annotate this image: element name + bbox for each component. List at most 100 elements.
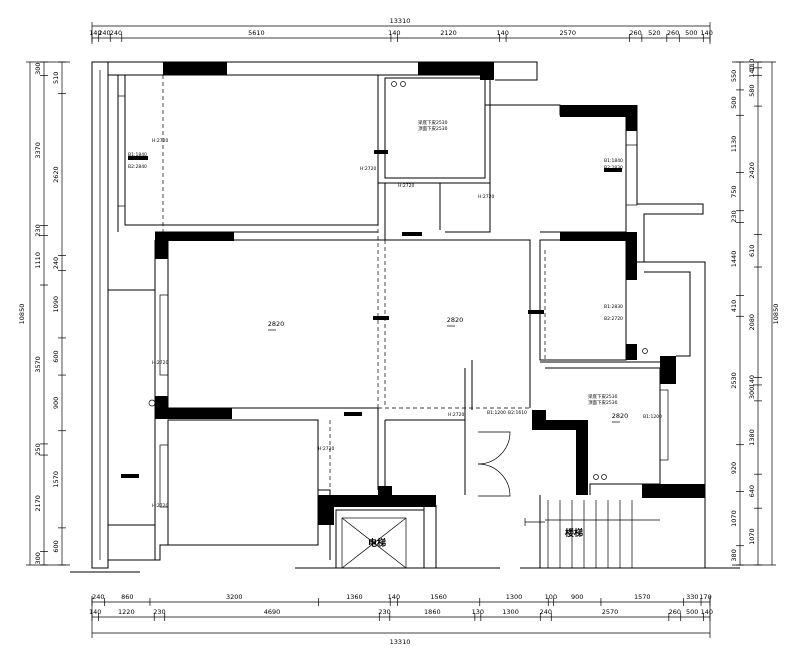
right-dim-outer-label: 500 bbox=[730, 96, 738, 108]
beam-lines bbox=[162, 75, 546, 490]
note-h6: H:2720 bbox=[318, 446, 334, 452]
left-dim-outer-label: 300 bbox=[34, 62, 42, 74]
bottom-dim-row1-label: 3200 bbox=[226, 593, 243, 601]
right-dim-inner-label: 580 bbox=[748, 84, 756, 96]
right-dim-outer-label: 230 bbox=[730, 210, 738, 222]
left-dim-outer-label: 3570 bbox=[34, 356, 42, 373]
note-beam-3: 梁底下皮2530 bbox=[588, 393, 618, 400]
right-dim-inner-label: 300 bbox=[748, 387, 756, 399]
bottom-dim-row2-label: 1220 bbox=[118, 608, 135, 616]
top-total-dim: 13310 bbox=[390, 17, 411, 25]
top-dim-label: 5610 bbox=[248, 29, 265, 37]
bottom-dim-row2-label: 140 bbox=[89, 608, 101, 616]
top-dim-label: 260 bbox=[667, 29, 679, 37]
note-beam-2: 顶面下皮2530 bbox=[418, 125, 448, 132]
bottom-dim-row2-label: 500 bbox=[686, 608, 698, 616]
bottom-dim-row1-label: 1560 bbox=[430, 593, 447, 601]
right-dim-inner-label: 1070 bbox=[748, 528, 756, 545]
top-dim-label: 140 bbox=[89, 29, 101, 37]
bottom-dim-row2-label: 140 bbox=[701, 608, 713, 616]
left-dim-inner-label: 600 bbox=[52, 350, 60, 362]
top-dim-label: 260 bbox=[629, 29, 641, 37]
walls bbox=[70, 61, 740, 573]
notes: 梁底下皮2530 顶面下皮2530 梁底下皮2530 顶面下皮2530 H:27… bbox=[128, 119, 662, 509]
top-dim-label: 140 bbox=[700, 29, 712, 37]
note-h4: H:2720 bbox=[478, 194, 494, 200]
bottom-dim-row1-label: 140 bbox=[388, 593, 400, 601]
stairs-label: 楼梯 bbox=[565, 527, 583, 539]
bottom-dim-row2-label: 1860 bbox=[424, 608, 441, 616]
bottom-dim-row1-label: 1300 bbox=[506, 593, 523, 601]
right-dim-outer-label: 1130 bbox=[730, 136, 738, 153]
bottom-dim-row2-label: 230 bbox=[153, 608, 165, 616]
left-total-dim: 10850 bbox=[18, 304, 26, 325]
bottom-dim-row2-label: 240 bbox=[540, 608, 552, 616]
left-dimensions: 10850 3003370230111035702502170300510262… bbox=[18, 61, 70, 566]
top-dim-label: 2570 bbox=[559, 29, 576, 37]
note-h2: H:2720 bbox=[360, 166, 376, 172]
solid-walls bbox=[121, 62, 705, 525]
note-beam-1: 梁底下皮2530 bbox=[418, 119, 448, 126]
right-dim-outer-label: 1070 bbox=[730, 510, 738, 527]
right-total-dim: 10850 bbox=[772, 304, 780, 325]
left-dim-inner-label: 240 bbox=[52, 257, 60, 269]
right-dim-outer-label: 2530 bbox=[730, 372, 738, 389]
right-dim-outer-label: 1440 bbox=[730, 251, 738, 268]
right-dim-inner-label: 110 bbox=[748, 59, 756, 71]
bottom-dim-row1-label: 330 bbox=[686, 593, 698, 601]
bottom-dim-row2-label: 2570 bbox=[602, 608, 619, 616]
note-b5: B1:2830 bbox=[604, 304, 623, 310]
bottom-dim-row1-label: 860 bbox=[121, 593, 133, 601]
left-dim-inner-label: 1090 bbox=[52, 296, 60, 313]
note-h5: H:2720 bbox=[152, 360, 168, 366]
windows bbox=[117, 81, 669, 508]
left-dim-outer-label: 300 bbox=[34, 552, 42, 564]
note-h1: H:2720 bbox=[152, 138, 168, 144]
bottom-dim-row2-label: 1300 bbox=[502, 608, 519, 616]
note-b7: B1:1200 bbox=[643, 414, 662, 420]
top-dim-label: 140 bbox=[388, 29, 400, 37]
bottom-dim-row2-label: 4690 bbox=[264, 608, 281, 616]
note-b6: B2:2720 bbox=[604, 316, 623, 322]
top-dim-label: 2120 bbox=[440, 29, 457, 37]
bottom-dim-row1-label: 240 bbox=[92, 593, 104, 601]
left-dim-outer-label: 250 bbox=[34, 443, 42, 455]
note-b1: B1:1840 bbox=[128, 152, 147, 158]
bottom-dim-row1-label: 1570 bbox=[634, 593, 651, 601]
left-dim-inner-label: 510 bbox=[52, 72, 60, 84]
note-h-extra: H:2720 bbox=[448, 412, 464, 418]
bottom-dim-row2-label: 260 bbox=[669, 608, 681, 616]
bottom-dim-row2-label: 230 bbox=[378, 608, 390, 616]
left-dim-outer-label: 230 bbox=[34, 224, 42, 236]
right-dim-outer-label: 750 bbox=[730, 185, 738, 197]
left-dim-inner-label: 600 bbox=[52, 540, 60, 552]
right-dim-outer-label: 550 bbox=[730, 70, 738, 82]
right-dimensions: 10850 550 500 1130 750 230 1440 410 2530 920 1070… bbox=[730, 59, 780, 566]
note-beam-4: 顶面下皮2530 bbox=[588, 399, 618, 406]
note-h3: H:2720 bbox=[398, 183, 414, 189]
left-dim-outer-label: 1110 bbox=[34, 252, 42, 269]
elevator-label: 电梯 bbox=[368, 537, 386, 549]
right-dim-inner-label: 610 bbox=[748, 245, 756, 257]
ceiling-label-bath: 2820 bbox=[612, 412, 629, 420]
note-b2: B2:2840 bbox=[128, 164, 147, 170]
top-dim-label: 240 bbox=[98, 29, 110, 37]
right-dim-outer-label: 380 bbox=[730, 549, 738, 561]
note-b3: B1:1840 bbox=[604, 158, 623, 164]
bottom-dim-row2-label: 130 bbox=[472, 608, 484, 616]
bottom-total-dim: 13310 bbox=[390, 638, 411, 646]
bottom-dim-row1-label: 170 bbox=[699, 593, 711, 601]
top-dim-label: 520 bbox=[648, 29, 660, 37]
right-dim-inner-label: 2420 bbox=[748, 162, 756, 179]
right-dim-outer-label: 410 bbox=[730, 300, 738, 312]
left-dim-inner-label: 1570 bbox=[52, 471, 60, 488]
left-dim-inner-label: 2620 bbox=[52, 166, 60, 183]
left-dim-inner-label: 900 bbox=[52, 397, 60, 409]
right-dim-outer-label: 920 bbox=[730, 462, 738, 474]
note-b4: B2:2830 bbox=[604, 165, 623, 171]
top-dim-label: 240 bbox=[110, 29, 122, 37]
room-labels: 2820 2820 2820 电梯 楼梯 bbox=[268, 316, 629, 549]
